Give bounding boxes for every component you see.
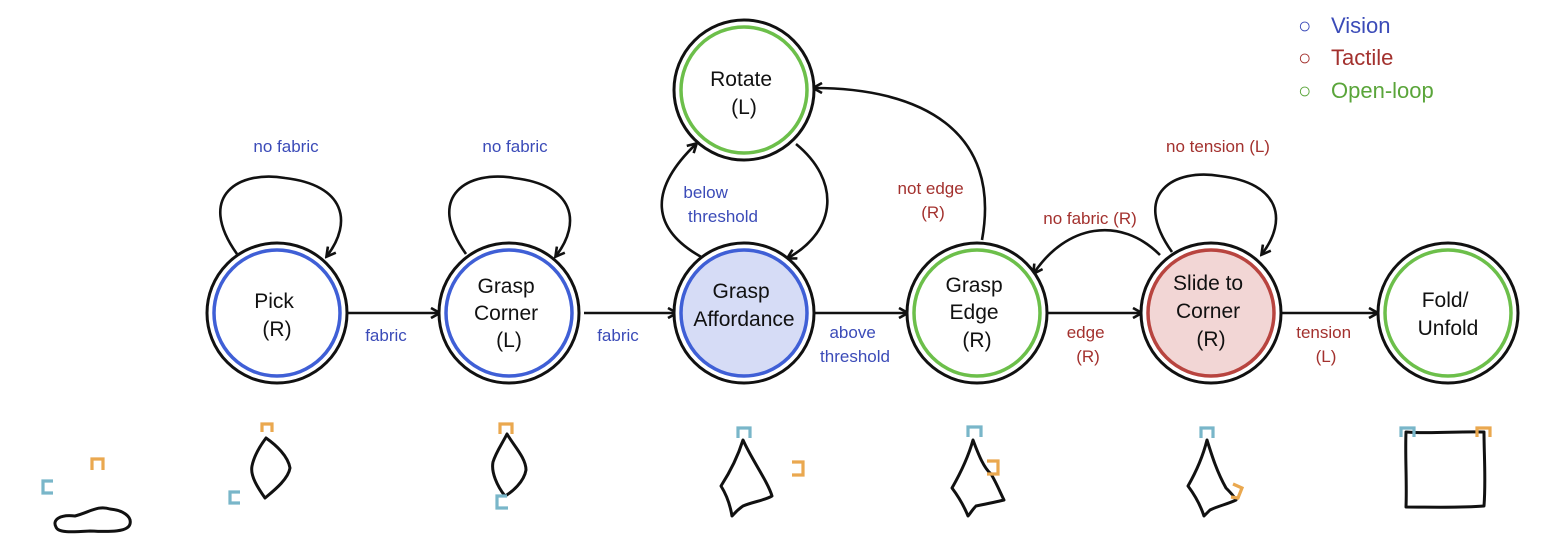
edge-label-pick-to-corner: fabric bbox=[365, 326, 407, 345]
nodes: Pick (R) Grasp Corner (L) Grasp Affordan… bbox=[205, 18, 1520, 385]
node-grasp-affordance: Grasp Affordance bbox=[672, 241, 816, 385]
cloth-state-slid-to-corner bbox=[1186, 426, 1245, 518]
node-pick: Pick (R) bbox=[205, 241, 349, 385]
node-label-rotate: Rotate (L) bbox=[710, 68, 778, 119]
node-label-pick: Pick (R) bbox=[254, 290, 300, 341]
cloth-state-picked bbox=[228, 422, 292, 505]
edge-label-pick-self: no fabric bbox=[253, 137, 319, 156]
node-label-fold-unfold: Fold/ Unfold bbox=[1418, 289, 1479, 340]
cloth-state-crumpled bbox=[41, 457, 132, 534]
edge-label-affordance-to-rotate: below threshold bbox=[683, 183, 758, 226]
grasp-corner-self-loop-arrow bbox=[447, 175, 572, 256]
edge-label-edge-to-rotate: not edge (R) bbox=[898, 179, 969, 222]
affordance-to-rotate-arrow bbox=[660, 144, 706, 261]
node-grasp-edge: Grasp Edge (R) bbox=[905, 241, 1049, 385]
legend: ○ Vision ○ Tactile ○ Open-loop bbox=[1298, 13, 1434, 103]
edge-label-corner-self: no fabric bbox=[482, 137, 548, 156]
grasp-edge-to-rotate-arrow bbox=[814, 88, 987, 241]
edges bbox=[218, 88, 1377, 313]
legend-bullet-tactile: ○ bbox=[1298, 45, 1311, 70]
legend-item-vision: ○ Vision bbox=[1298, 13, 1391, 38]
legend-item-open-loop: ○ Open-loop bbox=[1298, 78, 1434, 103]
slide-to-grasp-edge-arrow bbox=[1034, 228, 1161, 273]
node-grasp-corner: Grasp Corner (L) bbox=[437, 241, 581, 385]
node-fold-unfold: Fold/ Unfold bbox=[1376, 241, 1520, 385]
node-label-slide-to-corner: Slide to Corner (R) bbox=[1173, 272, 1249, 351]
legend-label-open-loop: Open-loop bbox=[1331, 78, 1434, 103]
cloth-state-edge-grasped bbox=[950, 425, 1006, 518]
edge-label-edge-to-slide: edge (R) bbox=[1067, 323, 1110, 366]
edge-label-corner-to-affordance: fabric bbox=[597, 326, 639, 345]
node-label-grasp-affordance: Grasp Affordance bbox=[693, 280, 794, 331]
edge-label-slide-to-edge: no fabric (R) bbox=[1043, 209, 1137, 228]
edge-label-slide-self: no tension (L) bbox=[1166, 137, 1270, 156]
node-label-grasp-edge: Grasp Edge (R) bbox=[945, 274, 1008, 352]
rotate-to-affordance-arrow bbox=[788, 142, 829, 258]
slide-self-loop-arrow bbox=[1153, 173, 1278, 254]
cloth-state-unfolded bbox=[1399, 426, 1492, 509]
edge-labels: no fabric fabric no fabric fabric below … bbox=[253, 137, 1356, 366]
legend-label-tactile: Tactile bbox=[1331, 45, 1393, 70]
pick-self-loop-arrow bbox=[218, 175, 343, 256]
legend-bullet-open-loop: ○ bbox=[1298, 78, 1311, 103]
cloth-state-corner-grasped bbox=[491, 422, 528, 510]
node-rotate: Rotate (L) bbox=[672, 18, 816, 162]
legend-bullet-vision: ○ bbox=[1298, 13, 1311, 38]
node-slide-to-corner: Slide to Corner (R) bbox=[1139, 241, 1283, 385]
cloth-state-affordance bbox=[719, 426, 805, 518]
legend-label-vision: Vision bbox=[1331, 13, 1391, 38]
node-label-grasp-corner: Grasp Corner (L) bbox=[474, 275, 544, 352]
legend-item-tactile: ○ Tactile bbox=[1298, 45, 1393, 70]
cloth-illustrations bbox=[41, 422, 1492, 534]
edge-label-affordance-to-edge: above threshold bbox=[820, 323, 890, 366]
edge-label-slide-to-fold: tension (L) bbox=[1296, 323, 1356, 366]
